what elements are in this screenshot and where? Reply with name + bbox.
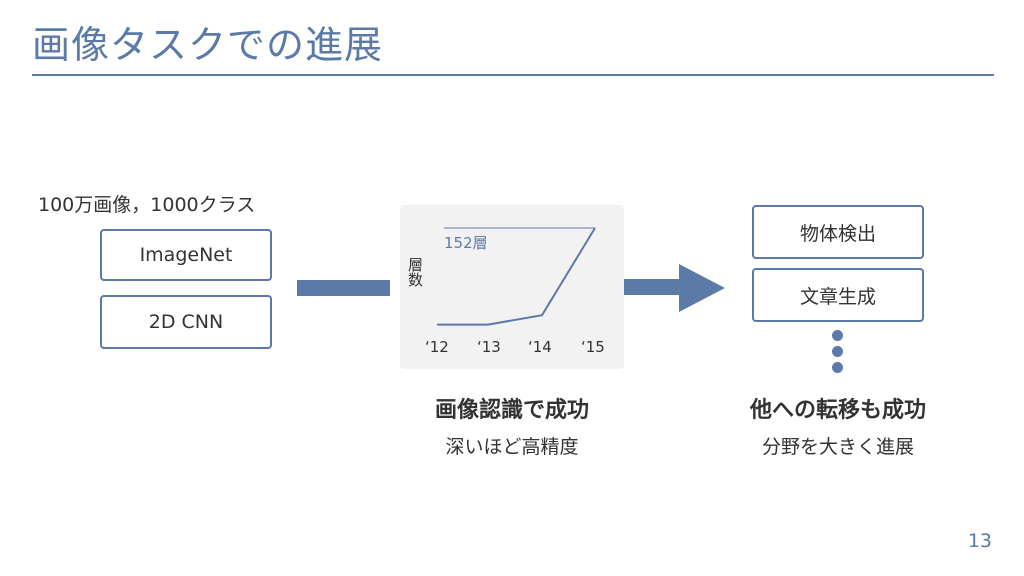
x-tick-label: ‘13	[477, 338, 501, 356]
slide-title: 画像タスクでの進展	[32, 23, 384, 67]
text-generation-box: 文章生成	[752, 268, 924, 322]
dot	[832, 346, 843, 357]
x-tick-label: ‘14	[528, 338, 552, 356]
arrow-right-icon	[679, 264, 725, 312]
x-tick-label: ‘12	[425, 338, 449, 356]
vertical-dots-icon	[832, 330, 843, 382]
annotation-label: 152層	[444, 234, 488, 252]
cnn-box: 2D CNN	[100, 295, 272, 349]
arrow-shaft	[624, 279, 680, 295]
connector-bar	[297, 280, 390, 296]
x-tick-label: ‘15	[581, 338, 605, 356]
depth-line	[437, 227, 596, 326]
center-headline: 画像認識で成功	[434, 398, 589, 423]
y-axis-label: 層数	[406, 257, 424, 287]
title-underline	[32, 74, 994, 76]
imagenet-box: ImageNet	[100, 229, 272, 281]
right-headline: 他への転移も成功	[749, 398, 926, 423]
depth-chart-panel: 152層 層数 ‘12 ‘13 ‘14 ‘15	[400, 205, 624, 369]
dot	[832, 330, 843, 341]
dataset-caption: 100万画像，1000クラス	[38, 194, 256, 216]
right-subtext: 分野を大きく進展	[761, 436, 914, 458]
dot	[832, 362, 843, 373]
depth-chart: 152層 層数 ‘12 ‘13 ‘14 ‘15	[406, 227, 605, 356]
center-subtext: 深いほど高精度	[445, 436, 579, 458]
page-number: 13	[967, 530, 992, 552]
object-detection-box: 物体検出	[752, 205, 924, 259]
